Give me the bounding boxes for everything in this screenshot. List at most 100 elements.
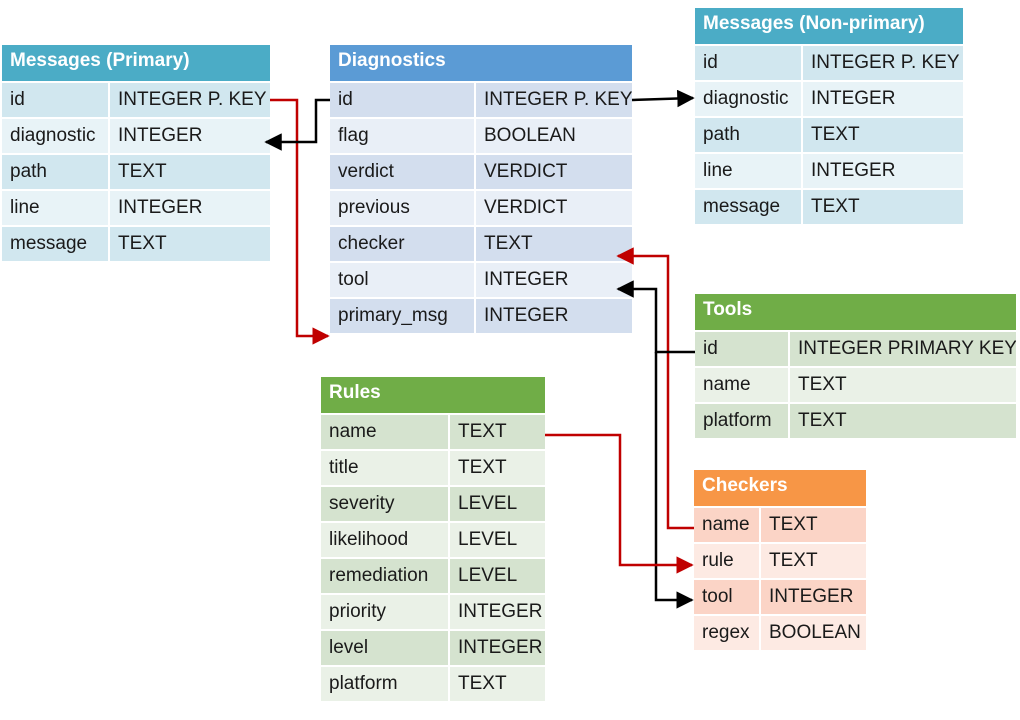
field-type: TEXT [450, 415, 545, 449]
field-type: BOOLEAN [761, 616, 866, 650]
field-type: TEXT [790, 404, 1016, 438]
field-type: INTEGER [476, 299, 632, 333]
field-name: tool [330, 263, 476, 297]
link-checker [616, 247, 694, 530]
table-title: Tools [695, 294, 1016, 330]
field-name: remediation [321, 559, 450, 593]
field-type: INTEGER PRIMARY KEY [790, 332, 1016, 366]
field-type: TEXT [476, 227, 632, 261]
field-name: name [695, 368, 790, 402]
field-name: diagnostic [2, 119, 110, 153]
field-type: VERDICT [476, 155, 632, 189]
field-type: INTEGER P. KEY [803, 46, 963, 80]
field-name: rule [694, 544, 761, 578]
field-type: INTEGER P. KEY [110, 83, 270, 117]
field-type: INTEGER [450, 595, 545, 629]
table-title: Checkers [694, 470, 866, 506]
field-type: TEXT [110, 227, 270, 261]
field-name: likelihood [321, 523, 450, 557]
field-name: flag [330, 119, 476, 153]
table-title: Rules [321, 377, 545, 413]
field-name: line [695, 154, 803, 188]
field-type: INTEGER [450, 631, 545, 665]
field-type: TEXT [803, 190, 963, 224]
field-name: level [321, 631, 450, 665]
field-type: INTEGER P. KEY [476, 83, 632, 117]
field-name: verdict [330, 155, 476, 189]
field-type: TEXT [110, 155, 270, 189]
field-name: name [694, 508, 761, 542]
field-name: line [2, 191, 110, 225]
field-name: title [321, 451, 450, 485]
field-name: message [2, 227, 110, 261]
field-name: path [695, 118, 803, 152]
table-title: Messages (Non-primary) [695, 8, 963, 44]
field-name: previous [330, 191, 476, 225]
field-type: TEXT [450, 451, 545, 485]
field-type: TEXT [803, 118, 963, 152]
field-name: tool [694, 580, 761, 614]
field-type: VERDICT [476, 191, 632, 225]
field-type: INTEGER [110, 119, 270, 153]
field-name: diagnostic [695, 82, 803, 116]
field-type: LEVEL [450, 487, 545, 521]
field-name: id [695, 332, 790, 366]
field-name: platform [321, 667, 450, 701]
field-type: INTEGER [761, 580, 866, 614]
field-type: TEXT [761, 544, 866, 578]
field-type: INTEGER [803, 82, 963, 116]
field-name: checker [330, 227, 476, 261]
table-title: Diagnostics [330, 45, 632, 81]
field-type: INTEGER [476, 263, 632, 297]
link-tool-diagnostics [616, 280, 695, 354]
field-type: LEVEL [450, 559, 545, 593]
field-type: TEXT [790, 368, 1016, 402]
field-type: TEXT [761, 508, 866, 542]
field-type: LEVEL [450, 523, 545, 557]
field-name: severity [321, 487, 450, 521]
field-type: BOOLEAN [476, 119, 632, 153]
field-name: primary_msg [330, 299, 476, 333]
link-diagnostic-primary [264, 98, 330, 151]
link-tool-checkers [654, 352, 694, 609]
link-primary-msg [270, 98, 330, 345]
field-name: id [330, 83, 476, 117]
field-name: id [695, 46, 803, 80]
table-title: Messages (Primary) [2, 45, 270, 81]
link-diagnostic-nonprimary [631, 89, 695, 108]
field-name: name [321, 415, 450, 449]
